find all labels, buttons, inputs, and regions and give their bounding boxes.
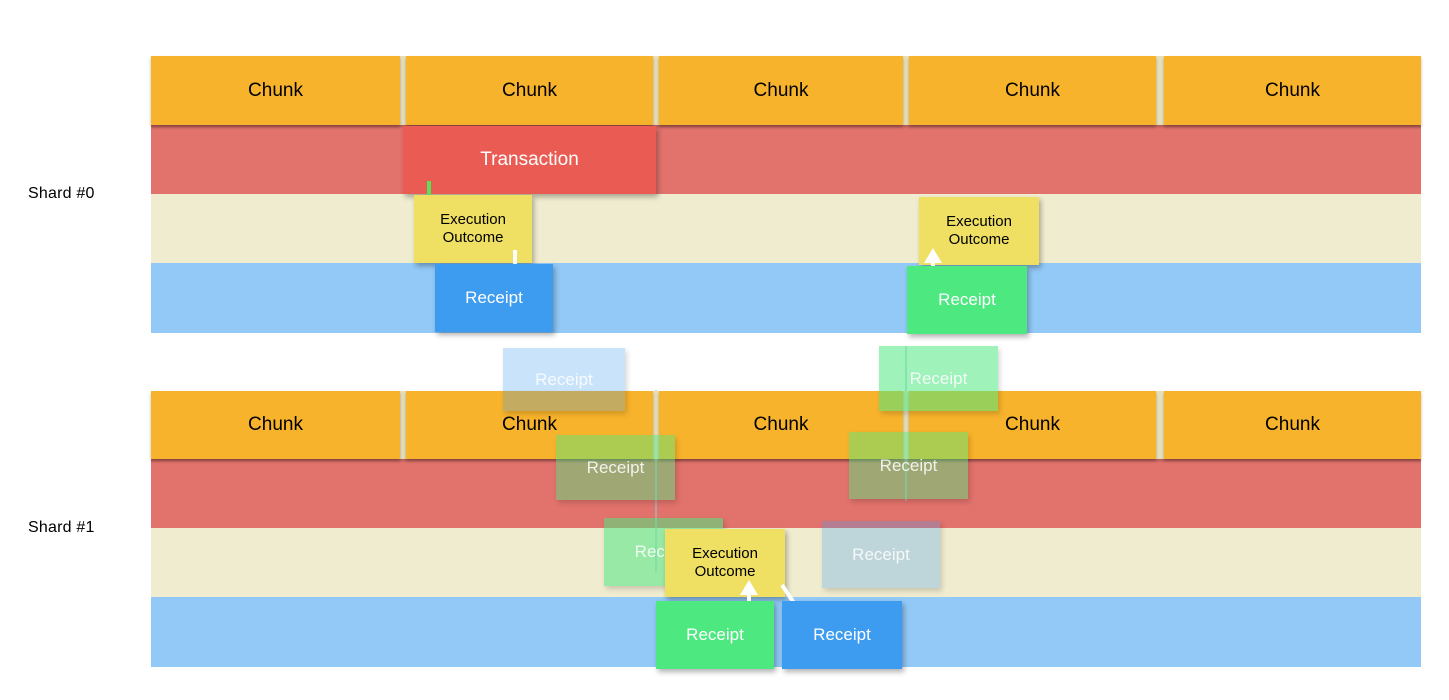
shard-0-chunk-gap xyxy=(903,56,909,125)
shard-0-execution-outcome-band xyxy=(151,194,1421,263)
shard-0-receipt-box-green[interactable]: Receipt xyxy=(907,266,1027,334)
shard-1-ghost-receipt-1[interactable]: Receipt xyxy=(879,346,998,411)
receipt-label: Receipt xyxy=(586,457,645,477)
shard-0-chunk-3[interactable]: Chunk xyxy=(909,56,1156,125)
receipt-label: Receipt xyxy=(686,624,744,644)
chunk-label: Chunk xyxy=(753,414,809,435)
receipt-label: Receipt xyxy=(852,544,910,564)
chunk-label: Chunk xyxy=(248,79,303,101)
shard-1-ghost-receipt-2[interactable]: Receipt xyxy=(556,435,675,500)
shard-1-transaction-band xyxy=(151,459,1421,528)
shard-1-chunk-1[interactable]: Chunk xyxy=(406,391,653,459)
shard-0-chunk-4[interactable]: Chunk xyxy=(1164,56,1421,125)
shard-1-ghost-receipt-5[interactable]: Receipt xyxy=(822,521,940,588)
receipt-label: Receipt xyxy=(535,369,593,389)
shard-0-transaction-band xyxy=(151,125,1421,194)
receipt-label: Receipt xyxy=(879,455,938,475)
shard-1-chunk-gap xyxy=(653,391,659,459)
shard-1-receipt-box-blue[interactable]: Receipt xyxy=(782,601,902,669)
shard-0-chunk-gap xyxy=(1156,56,1164,125)
shard-1-chunk-0[interactable]: Chunk xyxy=(151,391,400,459)
shard-1-chunk-gap xyxy=(1156,391,1164,459)
shard-1-chunk-gap xyxy=(903,391,909,459)
shard-0-receipt-box-blue[interactable]: Receipt xyxy=(435,264,553,332)
transaction-label: Transaction xyxy=(480,148,579,170)
receipt-label: Receipt xyxy=(909,368,968,388)
receipt-label: Receipt xyxy=(938,289,996,309)
shard-1-receipt-box-green[interactable]: Receipt xyxy=(656,601,774,669)
shard-1-chunk-4[interactable]: Chunk xyxy=(1164,391,1421,459)
shard-1-chunk-2[interactable]: Chunk xyxy=(659,391,903,459)
chunk-label: Chunk xyxy=(1005,414,1060,435)
chunk-label: Chunk xyxy=(502,414,557,435)
shard-1-chunk-gap xyxy=(400,391,406,459)
receipt-label: Receipt xyxy=(813,624,871,644)
shard-0-chunk-1[interactable]: Chunk xyxy=(406,56,653,125)
chunk-label: Chunk xyxy=(1265,79,1320,101)
shard-1-execution-outcome-band xyxy=(151,528,1421,597)
shard-1-label: Shard #1 xyxy=(28,519,95,536)
shard-0-chunk-2[interactable]: Chunk xyxy=(659,56,903,125)
shard-0-chunk-gap xyxy=(653,56,659,125)
receipt-label: Receipt xyxy=(465,287,523,307)
chunk-label: Chunk xyxy=(753,79,809,101)
receipt-trace-line xyxy=(655,390,657,572)
chunk-label: Chunk xyxy=(248,414,303,435)
shard-1-ghost-receipt-3[interactable]: Receipt xyxy=(849,432,968,499)
chunk-label: Chunk xyxy=(502,79,557,101)
shard-0-transaction-box[interactable]: Transaction xyxy=(403,126,656,194)
shard-0-receipt-band xyxy=(151,263,1421,333)
shard-1-ghost-receipt-0[interactable]: Receipt xyxy=(503,348,625,411)
shard-0-chunk-0[interactable]: Chunk xyxy=(151,56,400,125)
shard-0-label: Shard #0 xyxy=(28,185,95,202)
chunk-label: Chunk xyxy=(1265,414,1320,435)
chunk-label: Chunk xyxy=(1005,79,1060,101)
shard-0-chunk-gap xyxy=(400,56,406,125)
